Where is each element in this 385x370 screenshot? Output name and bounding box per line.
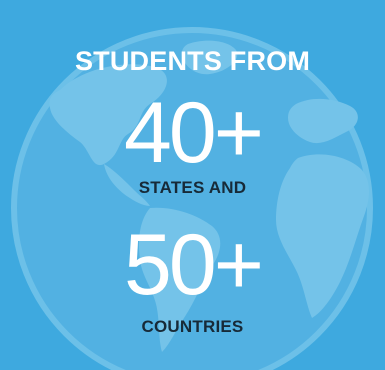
continent-africa: [276, 154, 369, 318]
continent-south-america: [139, 207, 221, 352]
states-label: STATES AND: [138, 178, 247, 197]
countries-label: COUNTRIES: [141, 317, 244, 336]
continent-europe: [288, 98, 358, 144]
continent-greenland: [181, 40, 238, 75]
states-count: 40+: [124, 85, 264, 181]
continent-north-america: [49, 64, 167, 166]
continent-central-america: [104, 164, 150, 206]
globe-outline: [11, 27, 373, 370]
countries-count: 50+: [124, 217, 264, 313]
headline: STUDENTS FROM: [74, 46, 311, 76]
